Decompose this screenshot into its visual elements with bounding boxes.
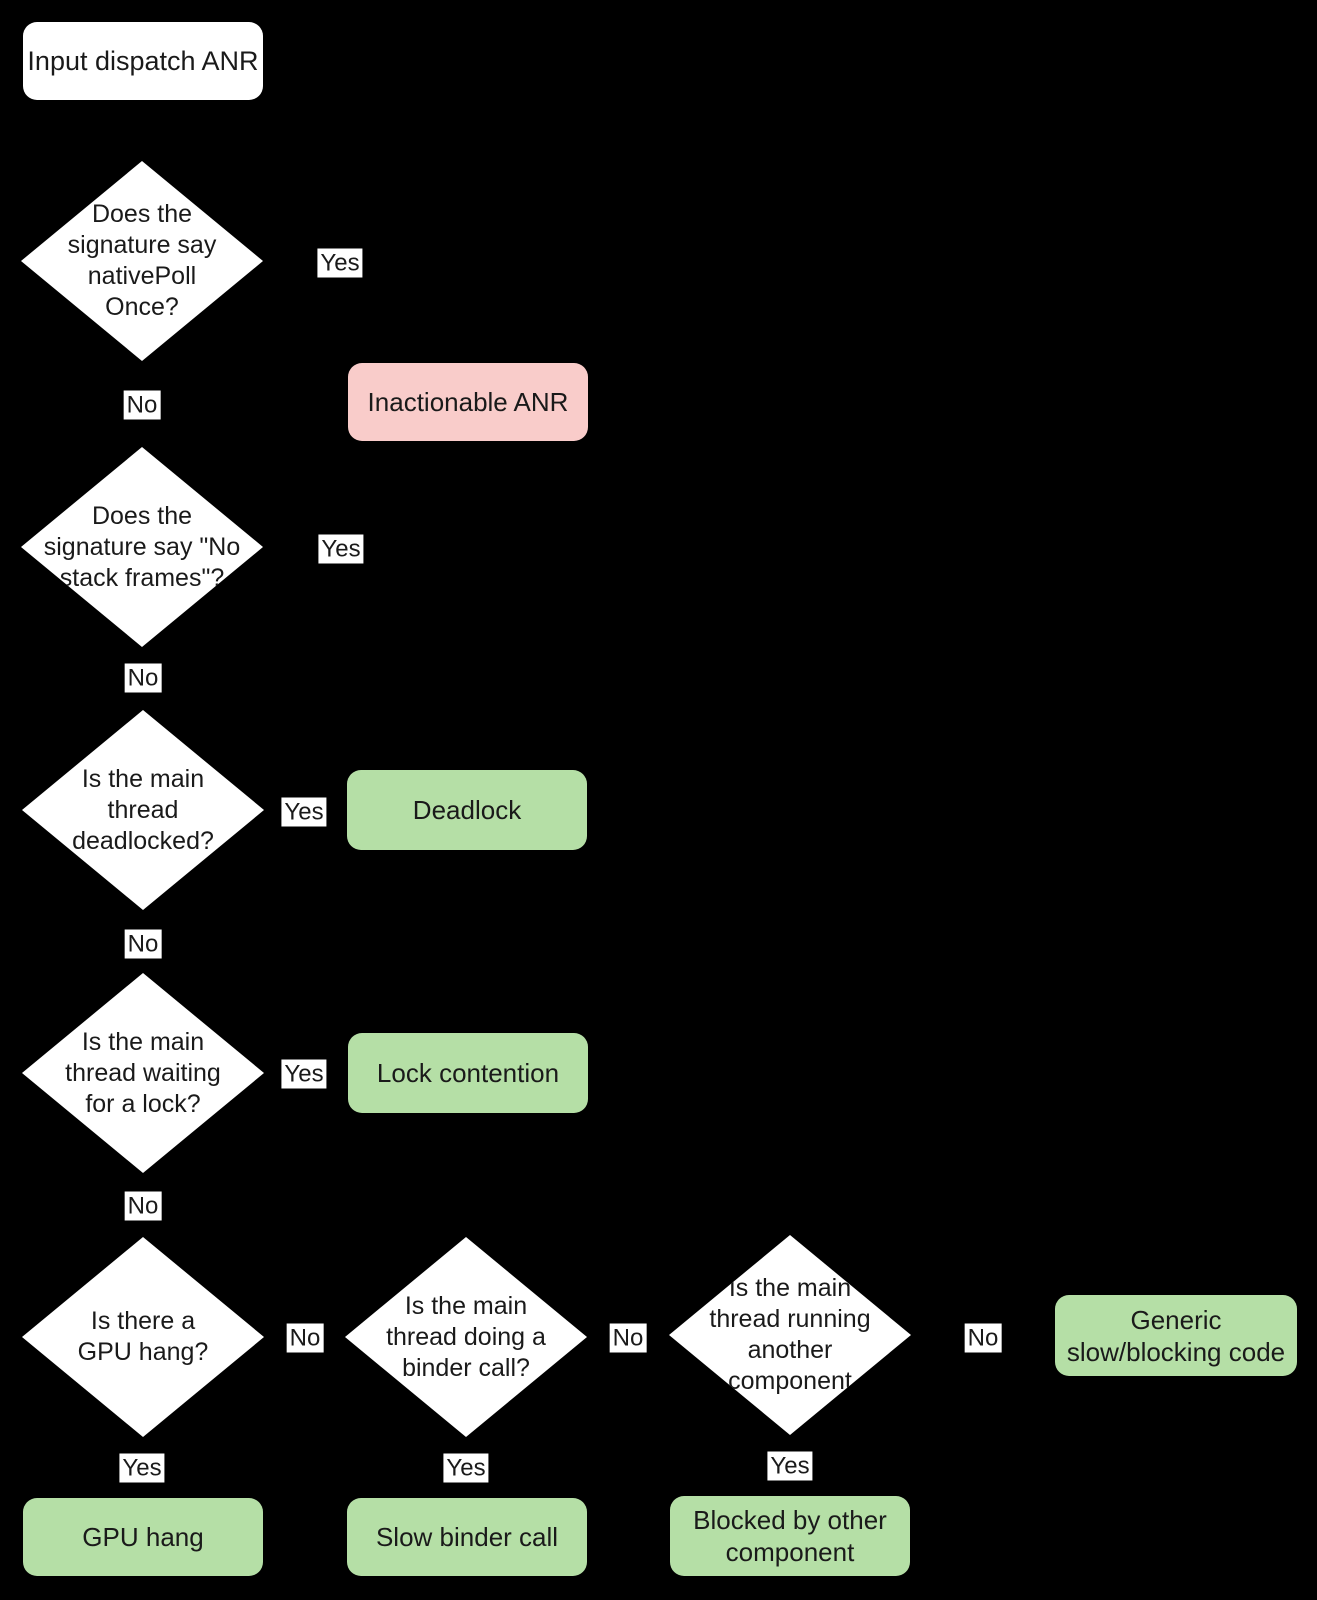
outcome-blocked-by-other-component: Blocked by other component (670, 1496, 910, 1576)
edge-label-binder-call-yes: Yes (443, 1453, 489, 1483)
edge-label-deadlocked-no: No (124, 929, 162, 959)
edge-label-native-poll-no: No (123, 390, 161, 420)
edge-label-deadlocked-yes: Yes (281, 797, 327, 827)
node-input-dispatch-anr: Input dispatch ANR (23, 22, 263, 100)
outcome-slow-binder-call: Slow binder call (347, 1498, 587, 1576)
edge-label-no-stack-yes: Yes (318, 534, 364, 564)
edge-label-binder-call-no: No (609, 1323, 647, 1353)
outcome-generic-slow-blocking-code: Generic slow/blocking code (1055, 1295, 1297, 1376)
outcome-gpu-hang: GPU hang (23, 1498, 263, 1576)
edge-label-gpu-hang-yes: Yes (119, 1453, 165, 1483)
edge-label-other-component-no: No (964, 1323, 1002, 1353)
outcome-deadlock: Deadlock (347, 770, 587, 850)
edge-label-gpu-hang-no: No (286, 1323, 324, 1353)
edge-label-waiting-lock-no: No (124, 1191, 162, 1221)
edge-label-waiting-lock-yes: Yes (281, 1059, 327, 1089)
edge-label-native-poll-yes: Yes (317, 248, 363, 278)
outcome-inactionable-anr: Inactionable ANR (348, 363, 588, 441)
edge-label-other-component-yes: Yes (767, 1451, 813, 1481)
edge-label-no-stack-no: No (124, 663, 162, 693)
outcome-lock-contention: Lock contention (348, 1033, 588, 1113)
